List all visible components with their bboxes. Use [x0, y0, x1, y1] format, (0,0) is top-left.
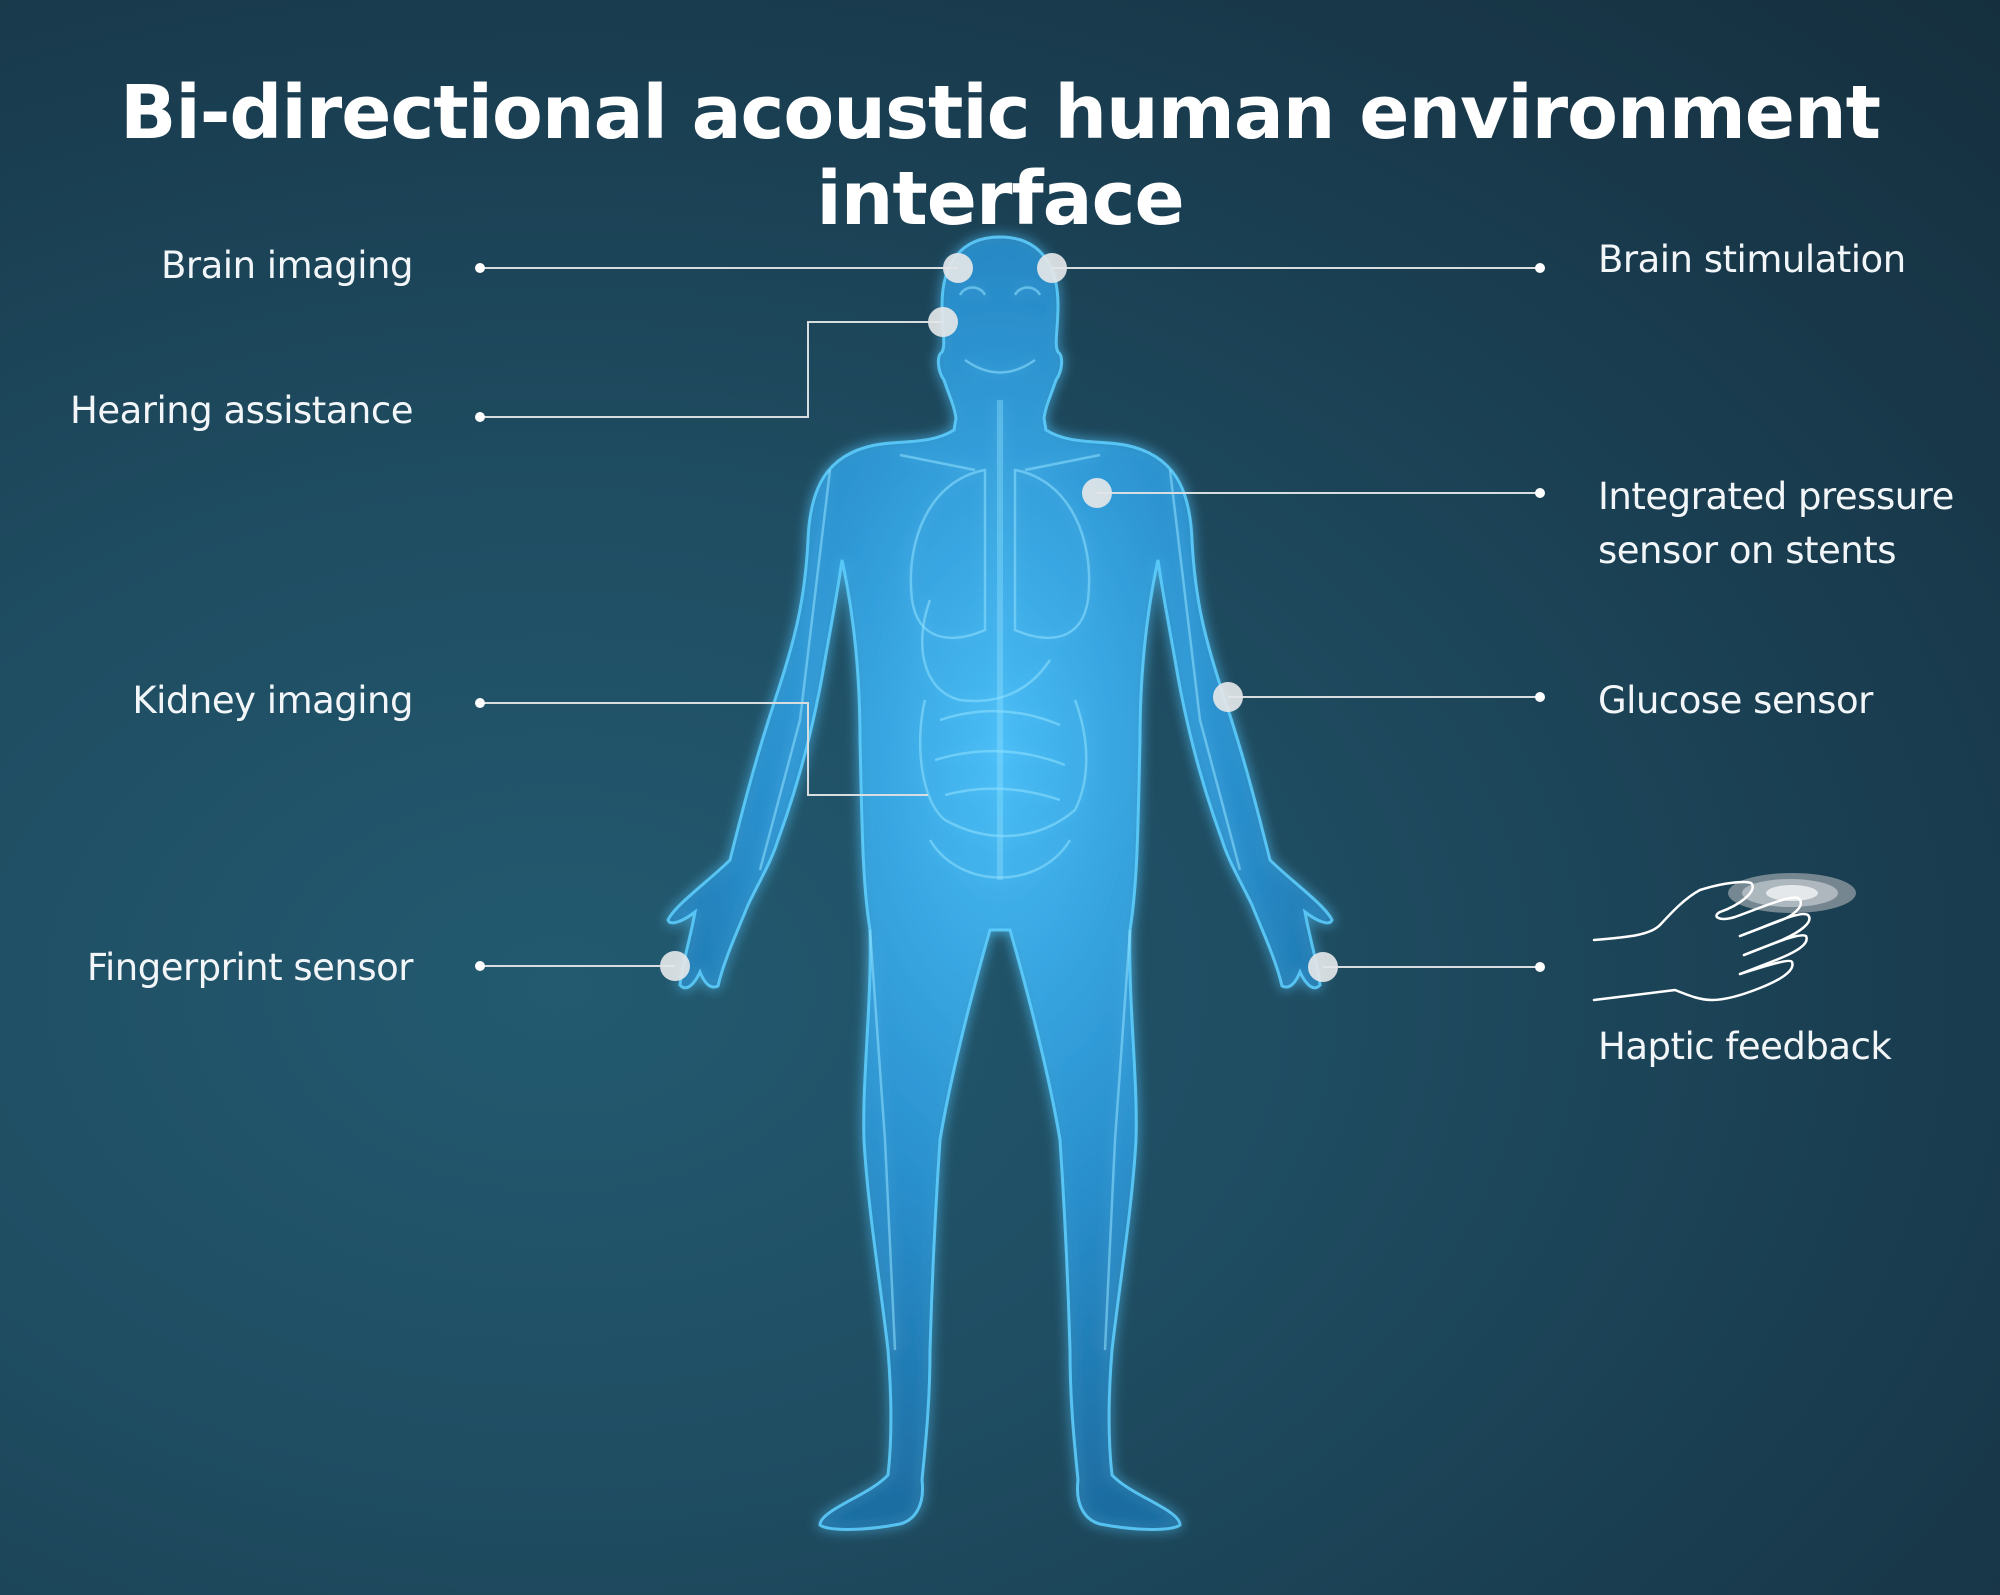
- label-pressure-sensor-line1: Integrated pressure: [1598, 475, 1954, 518]
- label-fingerprint-sensor: Fingerprint sensor: [86, 946, 414, 989]
- line-kidney-imaging: [480, 702, 928, 796]
- body-markers: [660, 253, 1338, 982]
- marker-haptic-feedback[interactable]: [1308, 952, 1338, 982]
- label-glucose-sensor: Glucose sensor: [1598, 679, 1873, 722]
- end-dots: [475, 263, 1545, 972]
- connector-lines: [480, 267, 1540, 968]
- page-title: Bi-directional acoustic human environmen…: [119, 70, 1881, 242]
- marker-pressure-sensor[interactable]: [1082, 478, 1112, 508]
- label-hearing-assistance: Hearing assistance: [70, 389, 413, 432]
- line-hearing-assistance: [480, 321, 943, 418]
- marker-hearing-assistance[interactable]: [928, 307, 958, 337]
- marker-fingerprint-sensor[interactable]: [660, 951, 690, 981]
- hand-touching-vibration-icon: [1592, 873, 1856, 1002]
- label-haptic-feedback: Haptic feedback: [1598, 1025, 1892, 1068]
- marker-glucose-sensor[interactable]: [1213, 682, 1243, 712]
- label-pressure-sensor-line2: sensor on stents: [1598, 529, 1897, 572]
- label-brain-imaging: Brain imaging: [161, 244, 413, 287]
- label-brain-stimulation: Brain stimulation: [1598, 238, 1906, 281]
- marker-brain-stimulation[interactable]: [1037, 253, 1067, 283]
- marker-brain-imaging[interactable]: [943, 253, 973, 283]
- human-anatomy-figure: [666, 235, 1334, 1531]
- label-kidney-imaging: Kidney imaging: [132, 679, 413, 722]
